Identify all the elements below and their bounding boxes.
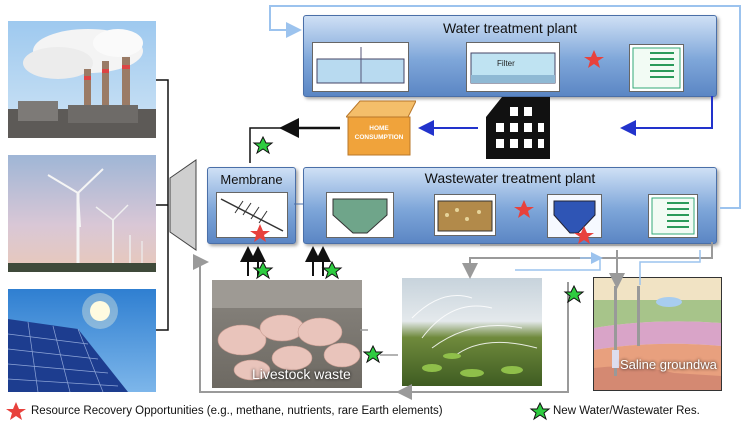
saline-caption: Saline groundwa [620,357,717,372]
disinfection-unit [629,44,684,92]
red-star-icon [6,50,604,420]
sedimentation-tank [312,42,409,92]
water-treatment-plant: Water treatment plant Filter [303,15,717,97]
home-consumption: HOME CONSUMPTION [346,99,416,157]
membrane-unit: Membrane [207,167,296,244]
livestock-caption: Livestock waste [252,366,351,382]
secondary-clarifier [547,194,602,238]
filter-unit: Filter [466,42,560,92]
livestock-photo: Livestock waste [212,280,362,388]
home-label-line2: CONSUMPTION [354,134,404,141]
filter-label: Filter [497,59,515,68]
green-star-icon [252,135,585,421]
membrane-title: Membrane [220,172,283,187]
legend-resource-recovery: Resource Recovery Opportunities (e.g., m… [31,405,443,417]
aeration-basin [434,194,496,236]
membrane-module [216,192,288,238]
final-disinfection-unit [648,194,698,238]
wastewater-treatment-title: Wastewater treatment plant [424,170,596,186]
wastewater-treatment-plant: Wastewater treatment plant [303,167,717,244]
home-label-line1: HOME [369,125,389,132]
wind-turbine-photo [8,155,156,272]
legend-new-water: New Water/Wastewater Res. [553,405,700,417]
solar-panel-photo [8,289,156,392]
saline-groundwater-diagram: Saline groundwa [593,277,722,391]
power-plant-photo [8,21,156,138]
irrigation-photo [402,278,542,386]
building-icon [482,97,554,159]
water-treatment-title: Water treatment plant [442,20,578,36]
primary-clarifier [326,192,394,238]
